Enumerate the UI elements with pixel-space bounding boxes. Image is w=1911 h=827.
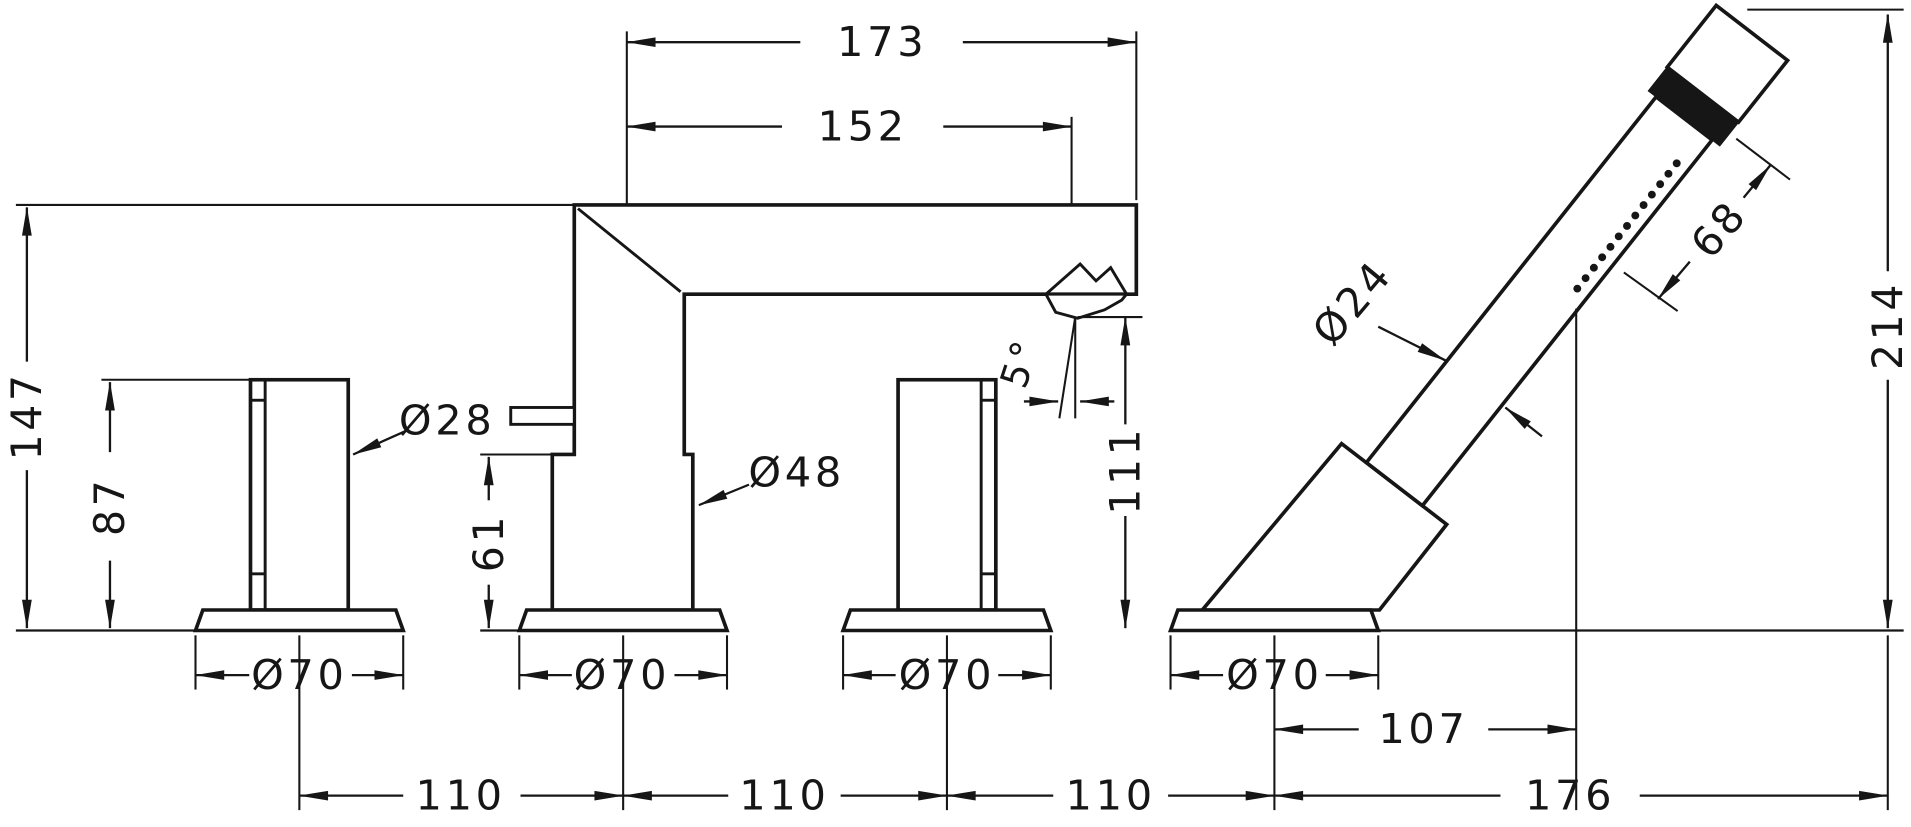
dim-label-esc-left: Ø70 [251,651,348,699]
escutcheon-spout [516,608,730,633]
dim-label-spray-angle: 5° [991,332,1049,393]
escutcheon-left-handle [192,608,406,633]
escutcheons [192,608,1381,633]
escutcheon-right-handle [840,608,1054,633]
spout-outline [550,203,1139,612]
dim-label-shower-span: 176 [1525,772,1615,820]
dim-label-head-length: 68 [1681,191,1757,267]
dim-label-spout-base-dia: Ø48 [748,449,845,497]
dimension-lines [21,13,1893,801]
dim-label-outlet-height: 111 [1101,426,1149,515]
dim-line-68 [1657,260,1691,300]
spout-side-tab [509,406,576,426]
left-handle [248,377,351,612]
dim-label-shower-height: 214 [1864,281,1911,370]
extension-line [1735,137,1791,181]
dim-label-pitch-2: 110 [739,772,829,820]
shower-head [1664,2,1791,125]
spout-miter-line [577,207,682,293]
hand-shower [1198,2,1791,612]
left-handle-body [248,377,351,612]
dim-label-height-overall: 147 [3,371,51,460]
dim-label-handle-dia: Ø28 [399,397,496,445]
dim-label-esc-shower: Ø70 [1226,651,1323,699]
dim-label-wand-dia: Ø24 [1303,251,1402,355]
dim-label-handle-height: 87 [86,477,134,536]
shower-spray-dots [1573,159,1681,293]
leader-dia24 [1377,325,1447,362]
leader-dia24-far-side [1504,406,1543,438]
leader-dia28 [352,430,405,456]
dim-line-68 [1742,164,1772,199]
dim-label-base-height: 61 [465,513,513,572]
dim-label-shower-offset: 107 [1378,706,1468,754]
dim-label-esc-right: Ø70 [899,651,996,699]
dim-label-esc-spout: Ø70 [574,651,671,699]
dim-label-pitch-3: 110 [1066,772,1156,820]
faucet-spout [509,203,1139,612]
dim-label-pitch-1: 110 [416,772,506,820]
shower-wand [1363,94,1715,509]
extension-line [1623,271,1679,312]
extension-lines [15,8,1904,811]
spout-aerator-inner [1044,261,1128,296]
dim-label-outlet-reach: 152 [818,103,908,151]
spray-angle-line-tilted [1058,316,1077,419]
right-handle [896,377,998,612]
leader-dia48 [698,483,750,507]
escutcheon-hand-shower [1167,608,1381,633]
dim-label-spout-reach: 173 [837,18,927,66]
spout-aerator [1043,292,1130,320]
